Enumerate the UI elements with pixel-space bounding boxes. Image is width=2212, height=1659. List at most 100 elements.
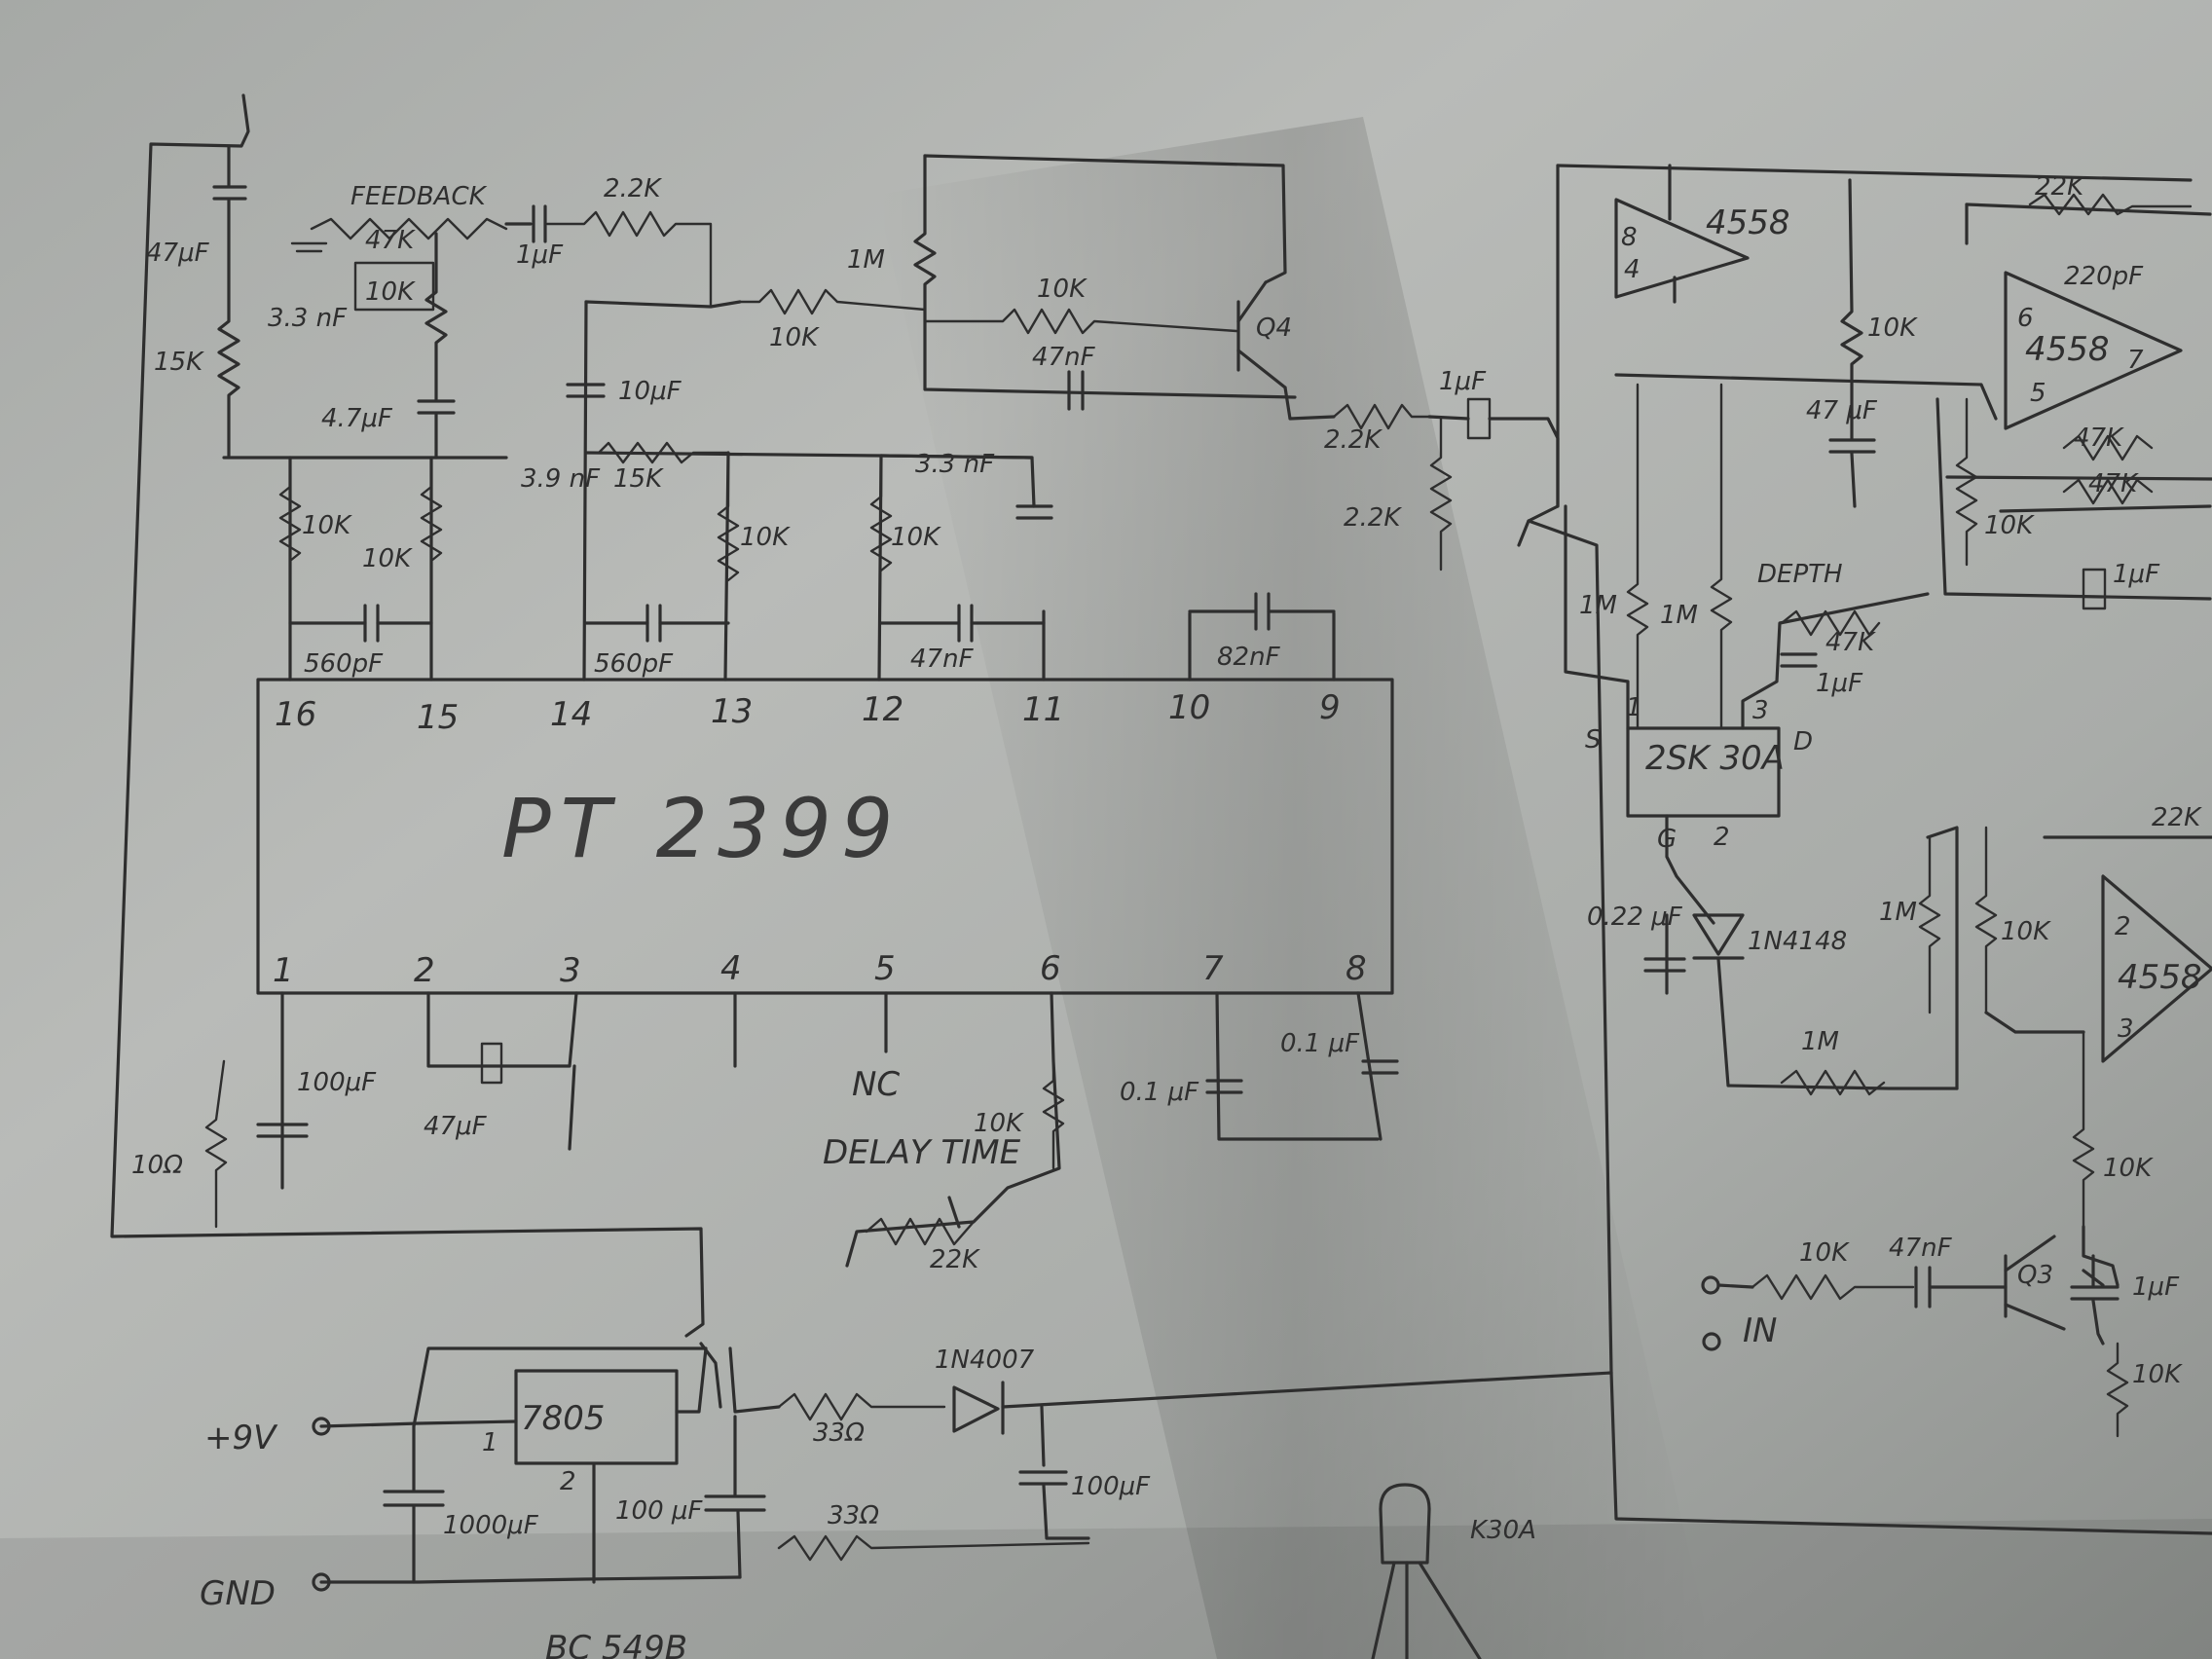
res-10K-in: 10K bbox=[1799, 1238, 1850, 1268]
pin-6: 6 bbox=[1040, 949, 1061, 988]
depth-label: DEPTH bbox=[1757, 560, 1843, 589]
opamp-b-pin7: 7 bbox=[2127, 346, 2144, 375]
res-2K2-top: 2.2K bbox=[604, 174, 662, 203]
cap-100uF-diode: 100μF bbox=[1071, 1472, 1151, 1501]
cap-47nF-pins: 47nF bbox=[910, 645, 975, 674]
jfet-pin-d: D bbox=[1793, 727, 1813, 756]
pin-12: 12 bbox=[862, 690, 903, 729]
res-10K-pin15: 10K bbox=[362, 544, 413, 573]
opamp-b-triangle bbox=[2004, 271, 2183, 430]
cap-3n9: 3.9 nF bbox=[521, 464, 601, 494]
input-label: IN bbox=[1743, 1311, 1777, 1350]
res-1M-d: 1M bbox=[1801, 1027, 1839, 1056]
pin-10: 10 bbox=[1168, 688, 1210, 727]
res-1M: 1M bbox=[847, 245, 885, 275]
cap-47nF-q4: 47nF bbox=[1032, 343, 1096, 372]
opamp-a-pin4: 4 bbox=[1624, 255, 1641, 284]
opamp-a-label: 4558 bbox=[1706, 203, 1790, 242]
res-10K-q4: 10K bbox=[1037, 275, 1088, 304]
cap-220pF: 220pF bbox=[2064, 262, 2144, 291]
pin-11: 11 bbox=[1022, 690, 1064, 729]
nc-label: NC bbox=[852, 1065, 900, 1104]
jfet-2sk30a-body bbox=[1626, 726, 1781, 818]
regulator-pin2: 2 bbox=[560, 1467, 576, 1496]
jfet-label: 2SK 30A bbox=[1645, 739, 1785, 778]
res-47K-b: 47K bbox=[2088, 469, 2139, 498]
res-33ohm-a: 33Ω bbox=[813, 1419, 865, 1448]
res-1M-a: 1M bbox=[1579, 591, 1617, 620]
cap-0u1-b: 0.1 μF bbox=[1280, 1029, 1360, 1058]
res-15K-left: 15K bbox=[154, 348, 204, 377]
pin-5: 5 bbox=[874, 949, 896, 988]
res-10K-e: 10K bbox=[2103, 1154, 2154, 1183]
cap-0u22: 0.22 μF bbox=[1587, 903, 1683, 932]
cap-0u1-a: 0.1 μF bbox=[1120, 1078, 1199, 1107]
cap-100uF-reg: 100 μF bbox=[615, 1496, 703, 1526]
res-22K-right: 22K bbox=[2152, 803, 2202, 832]
cap-3n3-left: 3.3 nF bbox=[268, 304, 348, 333]
cap-560pF-b: 560pF bbox=[594, 649, 674, 679]
res-10K-d: 10K bbox=[2001, 917, 2051, 946]
res-2K2-out: 2.2K bbox=[1324, 425, 1382, 455]
cap-560pF-a: 560pF bbox=[304, 649, 384, 679]
res-15K-mid: 15K bbox=[613, 464, 664, 494]
res-1M-b: 1M bbox=[1660, 601, 1698, 630]
pin-16: 16 bbox=[275, 695, 316, 734]
res-47K-a: 47K bbox=[2074, 424, 2124, 453]
pin-9: 9 bbox=[1319, 688, 1341, 727]
cap-3n3-right: 3.3 nF bbox=[915, 450, 995, 479]
opamp-c-pin2: 2 bbox=[2115, 912, 2131, 941]
res-22K-top-right: 22K bbox=[2035, 172, 2085, 202]
pin-1: 1 bbox=[273, 951, 294, 990]
cap-4u7: 4.7μF bbox=[321, 404, 393, 433]
res-2K2-gnd: 2.2K bbox=[1344, 503, 1402, 533]
regulator-label: 7805 bbox=[521, 1399, 606, 1438]
res-1M-c: 1M bbox=[1879, 898, 1917, 927]
cap-47nF-in: 47nF bbox=[1889, 1234, 1953, 1263]
cap-1uF-feedback: 1μF bbox=[516, 240, 564, 270]
regulator-pin1: 1 bbox=[482, 1428, 498, 1457]
bottom-note-label: BC 549B bbox=[545, 1629, 687, 1659]
res-10K-mid: 10K bbox=[769, 323, 820, 352]
cap-1000uF: 1000μF bbox=[443, 1511, 539, 1540]
res-33ohm-b: 33Ω bbox=[828, 1501, 879, 1530]
pin-3: 3 bbox=[560, 951, 581, 990]
res-10K-q3: 10K bbox=[2132, 1360, 2183, 1389]
cap-10uF: 10μF bbox=[618, 377, 682, 406]
cap-82nF: 82nF bbox=[1217, 643, 1281, 672]
pin-4: 4 bbox=[720, 949, 742, 988]
pt2399-ic-body bbox=[256, 678, 1394, 995]
opamp-b-pin5: 5 bbox=[2030, 379, 2046, 408]
res-10K-pin12: 10K bbox=[891, 523, 941, 552]
pin-15: 15 bbox=[417, 698, 459, 737]
labels: PT 2399 16 15 14 13 12 11 10 9 1 2 3 4 5… bbox=[131, 172, 2202, 1659]
opamp-a-triangle bbox=[1614, 198, 1750, 299]
opamp-b-label: 4558 bbox=[2025, 330, 2110, 369]
opamp-b-pin6: 6 bbox=[2017, 304, 2034, 333]
res-10ohm-pin1: 10Ω bbox=[131, 1151, 183, 1180]
cap-100uF-pin1: 100μF bbox=[297, 1068, 377, 1097]
cap-1uF-q3: 1μF bbox=[2132, 1272, 2180, 1302]
feedback-label: FEEDBACK bbox=[350, 182, 488, 211]
delay-time-label: DELAY TIME bbox=[823, 1133, 1021, 1172]
opamp-c-pin3: 3 bbox=[2118, 1014, 2134, 1044]
pin-8: 8 bbox=[1346, 949, 1367, 988]
jfet-pin-2: 2 bbox=[1714, 823, 1730, 852]
cap-1uF-depth: 1μF bbox=[1816, 669, 1863, 698]
supply-positive-label: +9V bbox=[204, 1419, 278, 1457]
res-10K-4558: 10K bbox=[1984, 511, 2035, 540]
opamp-a-pin8: 8 bbox=[1621, 223, 1638, 252]
jfet-pin-1: 1 bbox=[1626, 693, 1642, 722]
diode-1n4007-label: 1N4007 bbox=[935, 1346, 1035, 1375]
k30a-label: K30A bbox=[1470, 1516, 1536, 1545]
cap-47uF-pin2: 47μF bbox=[424, 1112, 488, 1141]
opamp-c-label: 4558 bbox=[2118, 958, 2202, 997]
res-10K-right-top: 10K bbox=[1867, 313, 1918, 343]
cap-47uF-right: 47 μF bbox=[1806, 396, 1878, 425]
supply-gnd-label: GND bbox=[200, 1574, 276, 1613]
pin-7: 7 bbox=[1202, 949, 1224, 988]
pin-14: 14 bbox=[550, 695, 592, 734]
jfet-pin-s: S bbox=[1585, 725, 1602, 755]
